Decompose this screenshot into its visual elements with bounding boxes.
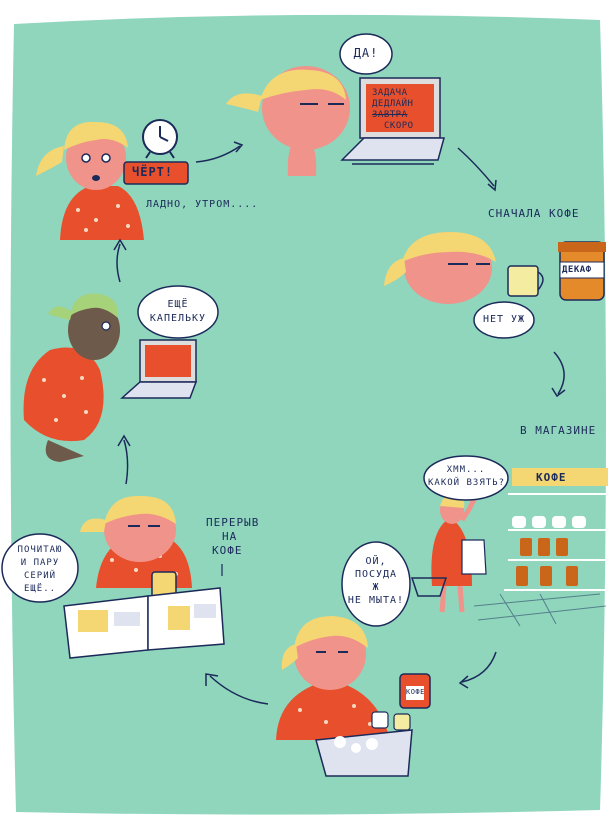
alarm-caption: ЛАДНО, УТРОМ.... (146, 199, 259, 210)
dishes-speech-line-4: НЕ МЫТА! (347, 595, 405, 606)
alarm-exclamation: ЧЁРТ! (132, 165, 174, 179)
speech-bubble (1, 533, 79, 603)
laptop-screen-line-4: СКОРО (384, 121, 414, 131)
store-shelf-sign: КОФЕ (536, 471, 567, 484)
panel-dishes (205, 541, 431, 777)
coffee-caption: СНАЧАЛА КОФЕ (488, 207, 580, 220)
procrastinate-speech-line-1: ЕЩЁ (167, 299, 189, 310)
panel-alarm (36, 119, 244, 240)
laptop-screen-line-1: ЗАДАЧА (372, 88, 408, 98)
dishes-jar-label: КОФЕ (406, 688, 425, 696)
store-speech-line-1: ХММ... (446, 465, 486, 475)
clock-icon (142, 119, 178, 159)
speech-bubble (137, 285, 219, 339)
procrastinate-speech-line-2: КАПЕЛЬКУ (149, 313, 207, 324)
laptop-speech: ДА! (353, 46, 379, 60)
laptop-screen-struck: ЗАВТРА (372, 110, 408, 120)
store-caption: В МАГАЗИНЕ (520, 424, 597, 437)
panel-coffee (384, 232, 606, 398)
dishes-speech-line-3: Ж (372, 582, 380, 593)
break-caption-line-3: КОФЕ (212, 544, 243, 557)
hair (64, 121, 128, 150)
speech-bubble (423, 455, 509, 501)
break-speech-line-1: ПОЧИТАЮ (17, 545, 63, 555)
speech-bubble (339, 33, 393, 75)
dishes-speech-line-1: ОЙ, (365, 556, 387, 567)
speech-bubble (473, 301, 535, 339)
panel-procrastinate (23, 238, 219, 462)
panel-laptop-yes (226, 33, 497, 192)
speech-bubble (341, 541, 411, 627)
shirt (60, 186, 144, 240)
exclamation-box (123, 161, 189, 185)
coffee-speech: НЕТ УЖ (482, 314, 526, 325)
laptop-screen-line-2: ДЕДЛАЙН (372, 99, 414, 109)
panel-store (410, 455, 608, 689)
shelf-sign (512, 468, 608, 486)
laptop-keyboard (340, 137, 445, 161)
break-speech-line-2: И ПАРУ (20, 558, 60, 568)
mug-icon (507, 265, 539, 297)
decaf-jar-label: ДЕКАФ (562, 265, 592, 275)
store-speech-line-2: КАКОЙ ВЗЯТЬ? (428, 478, 506, 488)
break-speech-line-3: СЕРИЙ (23, 571, 57, 581)
break-caption-line-2: НА (222, 530, 238, 543)
dishes-speech-line-2: ПОСУДА (354, 569, 398, 580)
break-speech-line-4: ЕЩЁ.. (23, 584, 57, 594)
break-caption-line-1: ПЕРЕРЫВ (206, 516, 260, 529)
panel-break (1, 434, 225, 659)
